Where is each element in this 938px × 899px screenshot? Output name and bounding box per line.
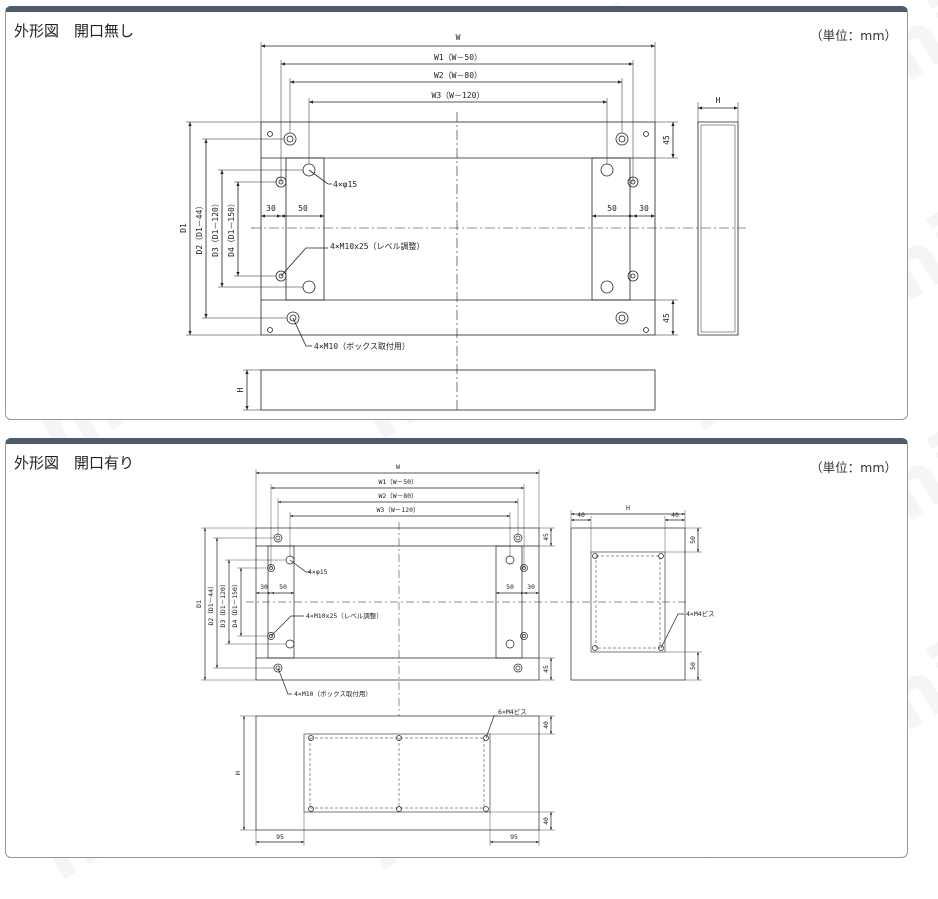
dim-30-left: 30 [266,204,276,213]
dim-d3: D3（D1－120） [211,199,220,257]
dim-w1: W1（W－50） [378,478,417,486]
dim-side-50-bottom: 50 [689,662,697,670]
side-view [697,121,739,336]
dim-w2: W2（W－80） [378,492,417,500]
dim-w: W [456,33,461,42]
outline-drawing-with-opening: 外形図 開口有り （単位：mm） [5,438,908,858]
dim-30-left: 30 [260,583,268,591]
dim-w: W [396,463,400,471]
dim-d1: D1 [195,600,203,608]
dim-h-side: H [716,96,721,105]
box-body [255,527,540,681]
bolt-markers [267,131,649,333]
dim-h-bottom: H [236,387,245,392]
label-box-bolt: 4×M10（ボックス取付用） [314,341,410,351]
label-bottom-screws: 6×M4ビス [498,707,527,716]
label-hole: 4×φ15 [333,180,357,189]
dim-w1: W1（W－50） [434,53,482,62]
box-body [260,121,656,336]
dim-50-right: 50 [506,583,514,591]
label-level-bolt: 4×M10x25（レベル調整） [306,611,383,620]
dim-d4: D4（D1－150） [231,581,239,628]
dim-h-side: H [626,504,630,512]
label-side-screws: 4×M4ビス [686,609,715,618]
outline-drawing-no-opening: 外形図 開口無し （単位：mm） [5,6,908,420]
dim-bottom-40-bottom: 40 [542,817,550,825]
label-box-bolt: 4×M10（ボックス取付用） [294,689,372,698]
dim-45-bottom: 45 [662,313,671,323]
dim-bottom-40-top: 40 [542,721,550,729]
dim-d4: D4（D1－150） [227,199,236,257]
dim-30-right: 30 [527,583,535,591]
dim-bottom-95-right: 95 [510,833,518,841]
dim-45-top: 45 [662,135,671,145]
dim-side-40-left: 40 [577,511,585,519]
dim-50-right: 50 [607,204,617,213]
dim-45-bottom: 45 [542,665,550,673]
dim-side-40-right: 40 [671,511,679,519]
dim-d2: D2（D1－44） [207,583,215,626]
dim-w2: W2（W－80） [434,71,482,80]
dim-bottom-95-left: 95 [276,833,284,841]
panel-title: 外形図 開口有り [14,454,135,472]
dim-d3: D3（D1－120） [219,581,227,628]
unit-label: （単位：mm） [810,460,897,475]
dim-side-50-top: 50 [689,536,697,544]
panel-title: 外形図 開口無し [14,22,135,40]
dim-d1: D1 [179,223,188,233]
dim-50-left: 50 [298,204,308,213]
side-view [570,527,686,681]
dim-w3: W3（W－120） [432,91,485,100]
dim-50-left: 50 [279,583,287,591]
dim-h-bottom: H [234,771,242,775]
bolt-markers [267,533,528,673]
dim-30-right: 30 [639,204,649,213]
bottom-view [260,369,656,411]
dim-45-top: 45 [542,533,550,541]
label-level-bolt: 4×M10x25（レベル調整） [330,241,425,251]
drawing-no-opening: W W1（W－50） W2（W－80） W3（W－120） H 30 50 50… [179,33,746,412]
unit-label: （単位：mm） [810,28,897,43]
drawing-with-opening: W W1（W－50） W2（W－80） W3（W－120） 30 50 50 3… [195,463,715,846]
dim-w3: W3（W－120） [377,506,420,514]
bottom-view [255,715,540,831]
dim-d2: D2（D1－44） [195,202,204,255]
label-hole: 4×φ15 [308,568,328,576]
